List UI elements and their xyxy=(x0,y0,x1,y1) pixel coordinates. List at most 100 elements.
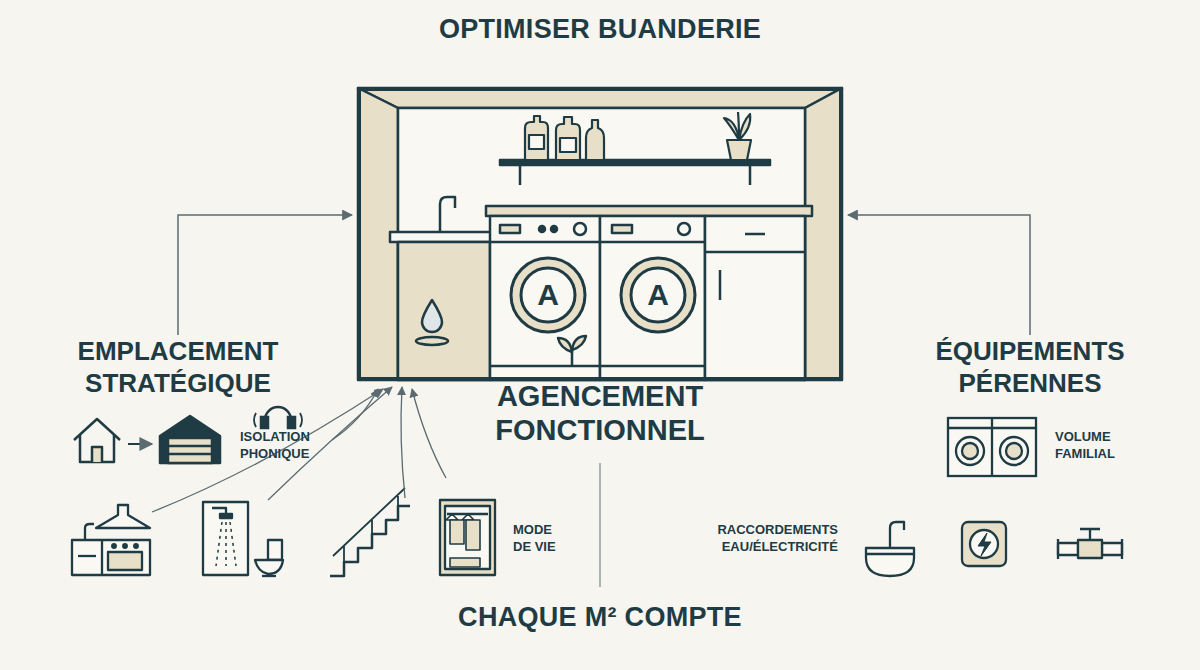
house-icon xyxy=(80,435,114,462)
headphones-icon xyxy=(288,417,295,428)
diagram-title: OPTIMISER BUANDERIE xyxy=(0,14,1200,45)
garage-icon xyxy=(168,438,212,463)
room-walls xyxy=(358,88,842,108)
influence-arrows xyxy=(152,389,383,512)
detergent-bottles xyxy=(525,116,604,160)
appliances xyxy=(600,365,705,368)
washer-dryer-icon xyxy=(948,418,1036,476)
kitchen-icon xyxy=(72,505,150,575)
bathroom-icon xyxy=(262,575,276,577)
kitchen-icon xyxy=(108,552,142,570)
washer-dryer-icon xyxy=(948,427,1036,429)
headphones-icon xyxy=(261,417,268,428)
divider-line xyxy=(599,463,600,587)
appliances xyxy=(551,226,557,232)
sink-icon xyxy=(890,522,904,548)
power-icon xyxy=(962,522,1006,566)
kitchen-icon xyxy=(85,524,94,540)
wardrobe-icon xyxy=(440,500,495,575)
sink-icon xyxy=(866,548,914,576)
node-heading: A xyxy=(508,255,588,335)
bathroom-icon xyxy=(255,560,283,574)
appliances xyxy=(612,225,632,233)
note-label: RACCORDEMENTS EAU/ÉLECTRICITÉ xyxy=(686,521,838,555)
appliances xyxy=(574,223,586,235)
sink-unit xyxy=(398,242,490,380)
room-walls xyxy=(358,88,842,380)
garage-icon xyxy=(160,416,220,463)
note-label: MODE DE VIE xyxy=(513,521,571,555)
bathroom-icon xyxy=(203,502,283,576)
appliances xyxy=(678,223,690,235)
washer-dryer-icon xyxy=(991,418,993,476)
headphones-icon xyxy=(254,407,302,428)
washer-dryer-icon xyxy=(962,443,978,459)
valve-icon xyxy=(1078,540,1102,558)
appliances xyxy=(486,206,812,216)
dryer-dial: A xyxy=(618,255,698,335)
topic-heading: EMPLACEMENT STRATÉGIQUE xyxy=(53,335,303,405)
valve-icon xyxy=(1058,529,1122,559)
wardrobe-icon xyxy=(450,558,480,567)
laundry-room: AGENCEMENT FONCTIONNELAA xyxy=(358,88,842,380)
detergent-bottles xyxy=(525,116,548,160)
node-heading: EMPLACEMENT STRATÉGIQUE xyxy=(53,335,303,399)
room-walls xyxy=(805,88,842,380)
connector-arrow xyxy=(848,215,1030,335)
note-label: VOLUME FAMILIAL xyxy=(1055,428,1147,462)
bathroom-icon xyxy=(268,540,282,560)
garage-icon xyxy=(168,446,212,454)
valve-icon xyxy=(1102,543,1122,555)
bathroom-icon xyxy=(216,522,236,566)
appliances xyxy=(500,225,520,233)
influence-arrows xyxy=(152,387,446,512)
appliances xyxy=(705,251,805,254)
appliances xyxy=(572,336,586,350)
wardrobe-icon xyxy=(445,506,490,569)
detergent-bottles xyxy=(529,135,544,149)
topic-heading: ÉQUIPEMENTS PÉRENNES xyxy=(912,335,1148,405)
valve-icon xyxy=(1080,529,1100,540)
appliances xyxy=(719,270,722,300)
sink-unit xyxy=(422,300,442,332)
stairs-icon xyxy=(333,488,405,562)
shelf xyxy=(500,160,770,185)
influence-arrows xyxy=(401,387,405,498)
appliances xyxy=(600,216,705,380)
washer-dryer-icon xyxy=(1000,437,1028,465)
node-heading: ÉQUIPEMENTS PÉRENNES xyxy=(912,335,1148,399)
sink-unit xyxy=(390,232,492,242)
potted-plant xyxy=(739,114,750,140)
kitchen-icon xyxy=(72,540,150,575)
kitchen-icon xyxy=(101,540,103,575)
potted-plant xyxy=(724,118,739,140)
note-label: ISOLATION PHONIQUE xyxy=(240,428,332,462)
appliances xyxy=(558,338,572,352)
sink-unit xyxy=(416,337,448,345)
move-arrow xyxy=(128,444,152,445)
wardrobe-icon xyxy=(466,520,480,550)
potted-plant xyxy=(727,140,751,160)
kitchen-icon xyxy=(78,555,96,557)
washer-dryer-icon xyxy=(1006,443,1022,459)
sink-icon xyxy=(866,522,914,576)
kitchen-icon xyxy=(112,544,116,548)
valve-icon xyxy=(1058,539,1122,559)
connector-arrow xyxy=(178,215,352,335)
garage-icon xyxy=(160,416,220,463)
potted-plant xyxy=(738,112,739,140)
node-heading: AGENCEMENT FONCTIONNEL xyxy=(435,379,765,447)
wardrobe-icon xyxy=(450,520,464,544)
kitchen-icon xyxy=(134,544,138,548)
valve-icon xyxy=(1058,543,1078,555)
kitchen-icon xyxy=(123,544,127,548)
kitchen-icon xyxy=(96,505,150,528)
bathroom-icon xyxy=(220,514,232,518)
washer-dryer-icon xyxy=(948,418,1036,476)
sink-icon xyxy=(866,553,914,555)
node-heading: A xyxy=(618,255,698,335)
detergent-bottles xyxy=(560,138,576,152)
headphones-icon xyxy=(254,413,302,427)
